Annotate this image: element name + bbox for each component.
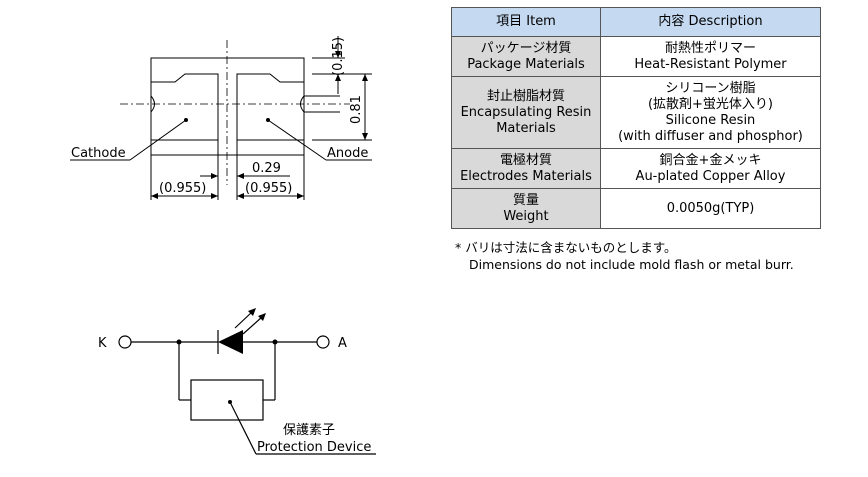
- spec-table: 項目 Item 内容 Description パッケージ材質 Package M…: [451, 7, 821, 229]
- dimension-drawing: (0.15) 0.81 0.29 (0.955) (0.955) Cathode…: [70, 36, 372, 200]
- table-header-row: 項目 Item 内容 Description: [451, 7, 821, 37]
- protection-device-jp: 保護素子: [283, 422, 335, 438]
- dim-gap-label: 0.29: [252, 161, 281, 176]
- dim-top-label: (0.15): [331, 37, 346, 76]
- terminal-a-label: A: [338, 336, 347, 351]
- row-value-weight: 0.0050g(TYP): [600, 188, 821, 229]
- header-item: 項目 Item: [451, 7, 601, 37]
- dimension-notes: * バリは寸法に含まないものとします。 Dimensions do not in…: [455, 239, 794, 273]
- row-label-resin: 封止樹脂材質 Encapsulating Resin Materials: [451, 76, 601, 149]
- row-value-electrodes: 銅合金+金メッキ Au-plated Copper Alloy: [600, 148, 821, 189]
- cathode-label: Cathode: [71, 146, 126, 161]
- table-row: パッケージ材質 Package Materials 耐熱性ポリマー Heat-R…: [451, 36, 821, 77]
- dim-height-label: 0.81: [349, 95, 364, 124]
- row-value-package: 耐熱性ポリマー Heat-Resistant Polymer: [600, 36, 821, 77]
- terminal-k-label: K: [98, 336, 107, 351]
- terminal-k-circle: [118, 335, 132, 349]
- anode-electrode: [236, 73, 304, 141]
- protection-device-box: [190, 379, 264, 421]
- note-jp: * バリは寸法に含まないものとします。: [455, 240, 677, 255]
- header-description: 内容 Description: [600, 7, 821, 37]
- table-row: 質量 Weight 0.0050g(TYP): [451, 188, 821, 229]
- package-outline: [150, 57, 305, 156]
- anode-label: Anode: [327, 146, 368, 161]
- note-en: Dimensions do not include mold flash or …: [469, 257, 794, 272]
- led-diode-symbol: [218, 330, 243, 354]
- table-row: 封止樹脂材質 Encapsulating Resin Materials シリコ…: [451, 76, 821, 149]
- circuit-diagram: K A 保護素子 Protection Device: [98, 308, 376, 455]
- terminal-a-circle: [316, 335, 330, 349]
- row-label-electrodes: 電極材質 Electrodes Materials: [451, 148, 601, 189]
- row-label-weight: 質量 Weight: [451, 188, 601, 229]
- dim-left-label: (0.955): [159, 181, 206, 196]
- cathode-electrode: [151, 73, 219, 141]
- row-label-package: パッケージ材質 Package Materials: [451, 36, 601, 77]
- table-row: 電極材質 Electrodes Materials 銅合金+金メッキ Au-pl…: [451, 148, 821, 189]
- protection-device-en: Protection Device: [257, 440, 371, 455]
- row-value-resin: シリコーン樹脂 (拡散剤+蛍光体入り) Silicone Resin (with…: [600, 76, 821, 149]
- dim-right-label: (0.955): [245, 181, 292, 196]
